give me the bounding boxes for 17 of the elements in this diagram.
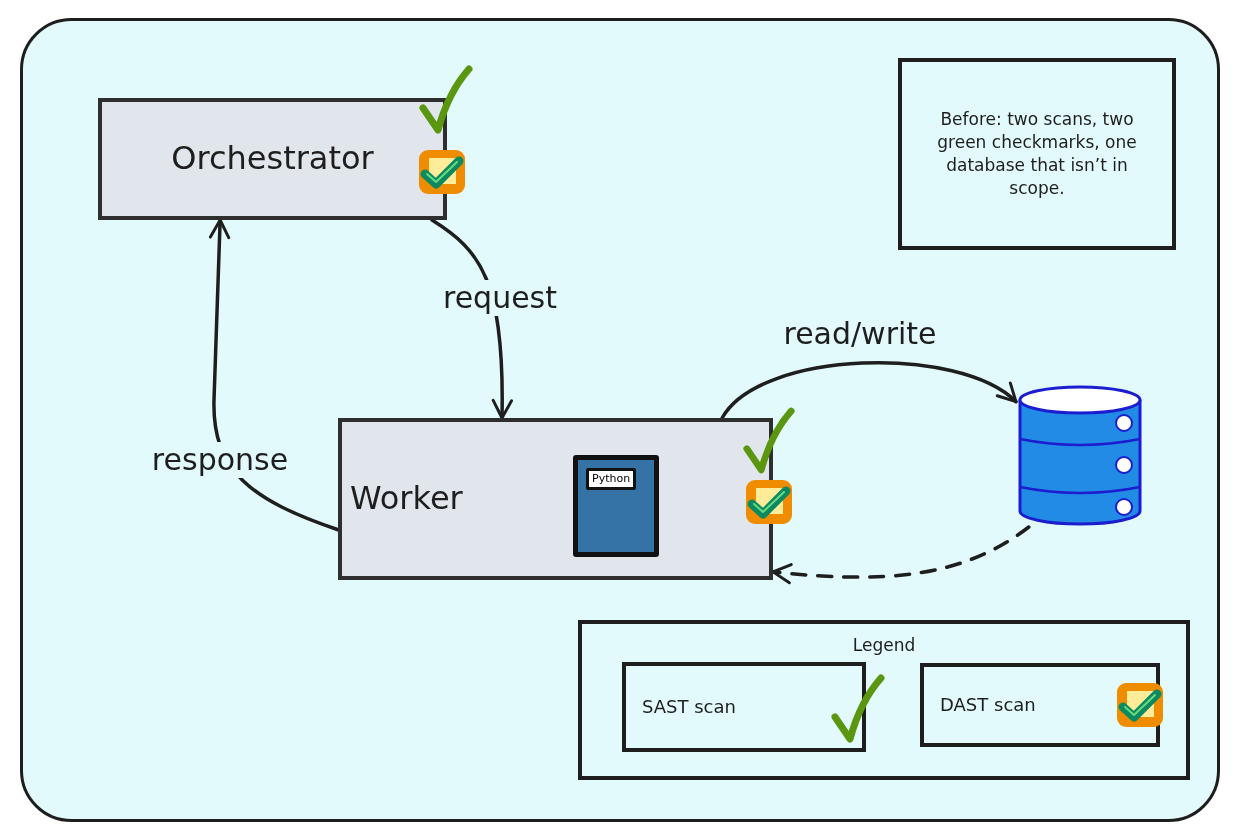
node-label: Worker	[350, 478, 463, 520]
legend-heading: Legend	[852, 634, 916, 657]
legend-panel	[578, 620, 1190, 780]
arrow	[208, 218, 340, 532]
document-block	[573, 455, 659, 557]
node-label: Orchestrator	[171, 138, 374, 180]
process-box	[98, 98, 447, 220]
process-box	[338, 418, 773, 580]
file-name-tag: Python	[586, 468, 637, 490]
note-text: Before: two scans, two green checkmarks, one database that isn’t in scope.	[936, 108, 1138, 200]
arrow	[720, 361, 1018, 420]
note-box	[898, 58, 1176, 250]
legend-entry-label: DAST scan	[940, 692, 1036, 717]
legend-entry-box	[622, 662, 866, 752]
dashed-arrow	[771, 525, 1031, 585]
legend-entry-box	[920, 663, 1160, 747]
legend-entry-label: SAST scan	[642, 694, 736, 719]
